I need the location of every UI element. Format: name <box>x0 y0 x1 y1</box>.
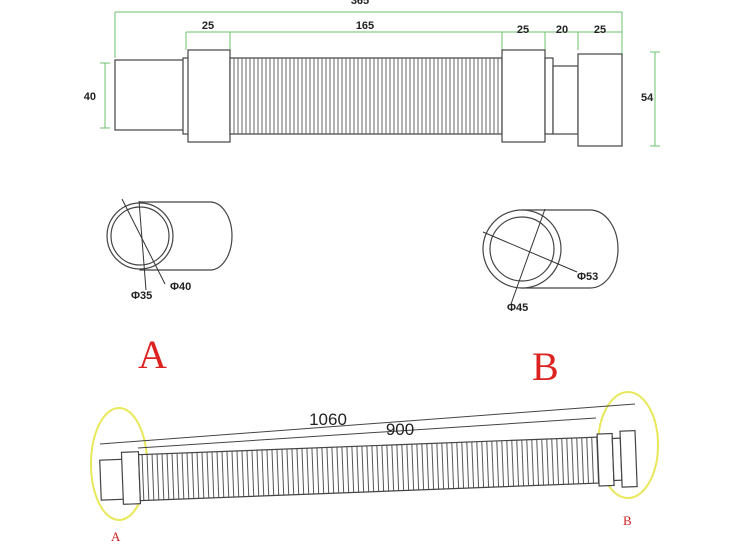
end-a-inner-label: Φ35 <box>131 290 152 302</box>
bottom-dimension-lines <box>99 403 636 449</box>
right-height-label: 54 <box>641 92 654 104</box>
corrugated-hose <box>229 57 503 135</box>
end-b-inner-label: Φ45 <box>507 302 528 314</box>
right-collar <box>501 49 546 143</box>
end-a-outer-label: Φ40 <box>170 281 191 293</box>
bottom-left-collar <box>120 451 142 505</box>
bottom-right-collar <box>596 432 615 487</box>
end-a-letter: A <box>138 332 167 377</box>
right-neck <box>552 65 579 135</box>
left-collar <box>187 49 231 143</box>
bottom-hose-drawing: 1060 900 A B <box>90 391 659 544</box>
segment-1-label: 25 <box>202 20 214 32</box>
end-a-cross-section: Φ35 Φ40 A <box>106 198 233 377</box>
segment-3-label: 25 <box>517 24 529 36</box>
bottom-corrugated-hose <box>137 436 600 502</box>
left-height-label: 40 <box>84 91 96 103</box>
dimension-lines <box>100 11 660 147</box>
bottom-overall-length-label: 1060 <box>309 410 347 429</box>
end-b-cross-section: Φ45 Φ53 B <box>482 208 619 389</box>
bottom-right-socket <box>619 429 638 488</box>
bottom-hose-length-label: 900 <box>386 420 414 439</box>
bottom-hose-body <box>99 429 638 505</box>
segment-4-label: 20 <box>556 24 568 36</box>
bottom-label-a: A <box>111 529 121 544</box>
end-b-letter: B <box>532 344 559 389</box>
top-hose-drawing: 365 25 165 25 20 25 40 54 <box>84 0 660 147</box>
right-socket <box>577 53 623 147</box>
segment-2-label: 165 <box>356 20 374 32</box>
top-hose-body <box>114 49 623 147</box>
overall-length-label: 365 <box>351 0 369 7</box>
bottom-label-b: B <box>623 513 632 528</box>
left-pipe <box>114 59 187 131</box>
end-b-outer-label: Φ53 <box>577 271 598 283</box>
inner-ring-a <box>110 206 170 266</box>
segment-5-label: 25 <box>594 24 606 36</box>
